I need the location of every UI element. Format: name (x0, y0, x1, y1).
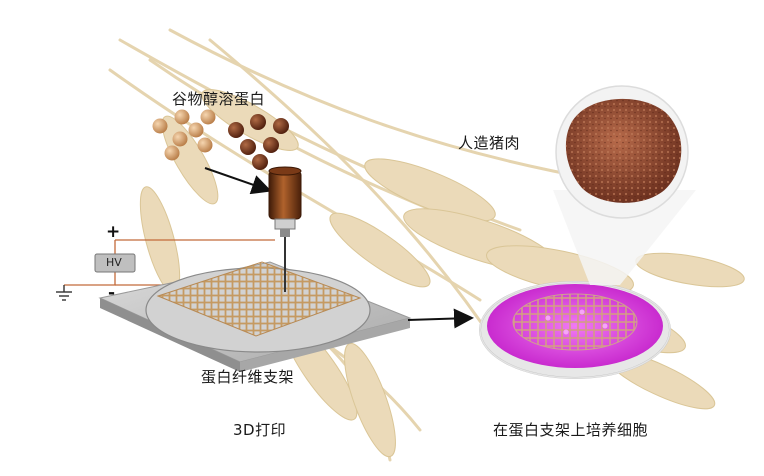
arrow-to-syringe (204, 167, 272, 195)
label-culture: 在蛋白支架上培养细胞 (493, 421, 649, 439)
label-meat: 人造猪肉 (458, 134, 521, 152)
petri-dish (479, 281, 671, 379)
meat-inset (555, 85, 689, 219)
label-hv: HV (106, 256, 122, 269)
label-protein: 谷物醇溶蛋白 (172, 90, 266, 108)
syringe (268, 166, 302, 292)
label-scaffold: 蛋白纤维支架 (201, 368, 295, 386)
label-printing: 3D打印 (233, 421, 287, 439)
magnifier-cone (553, 190, 696, 285)
protein-balls-light (152, 109, 216, 161)
ground-icon (56, 285, 72, 301)
protein-balls-dark (228, 114, 289, 170)
arrow-to-dish (407, 308, 474, 329)
hv-box (94, 253, 136, 273)
label-plus: + (106, 222, 121, 242)
label-minus: - (108, 283, 116, 303)
scaffold-grid (156, 261, 362, 337)
